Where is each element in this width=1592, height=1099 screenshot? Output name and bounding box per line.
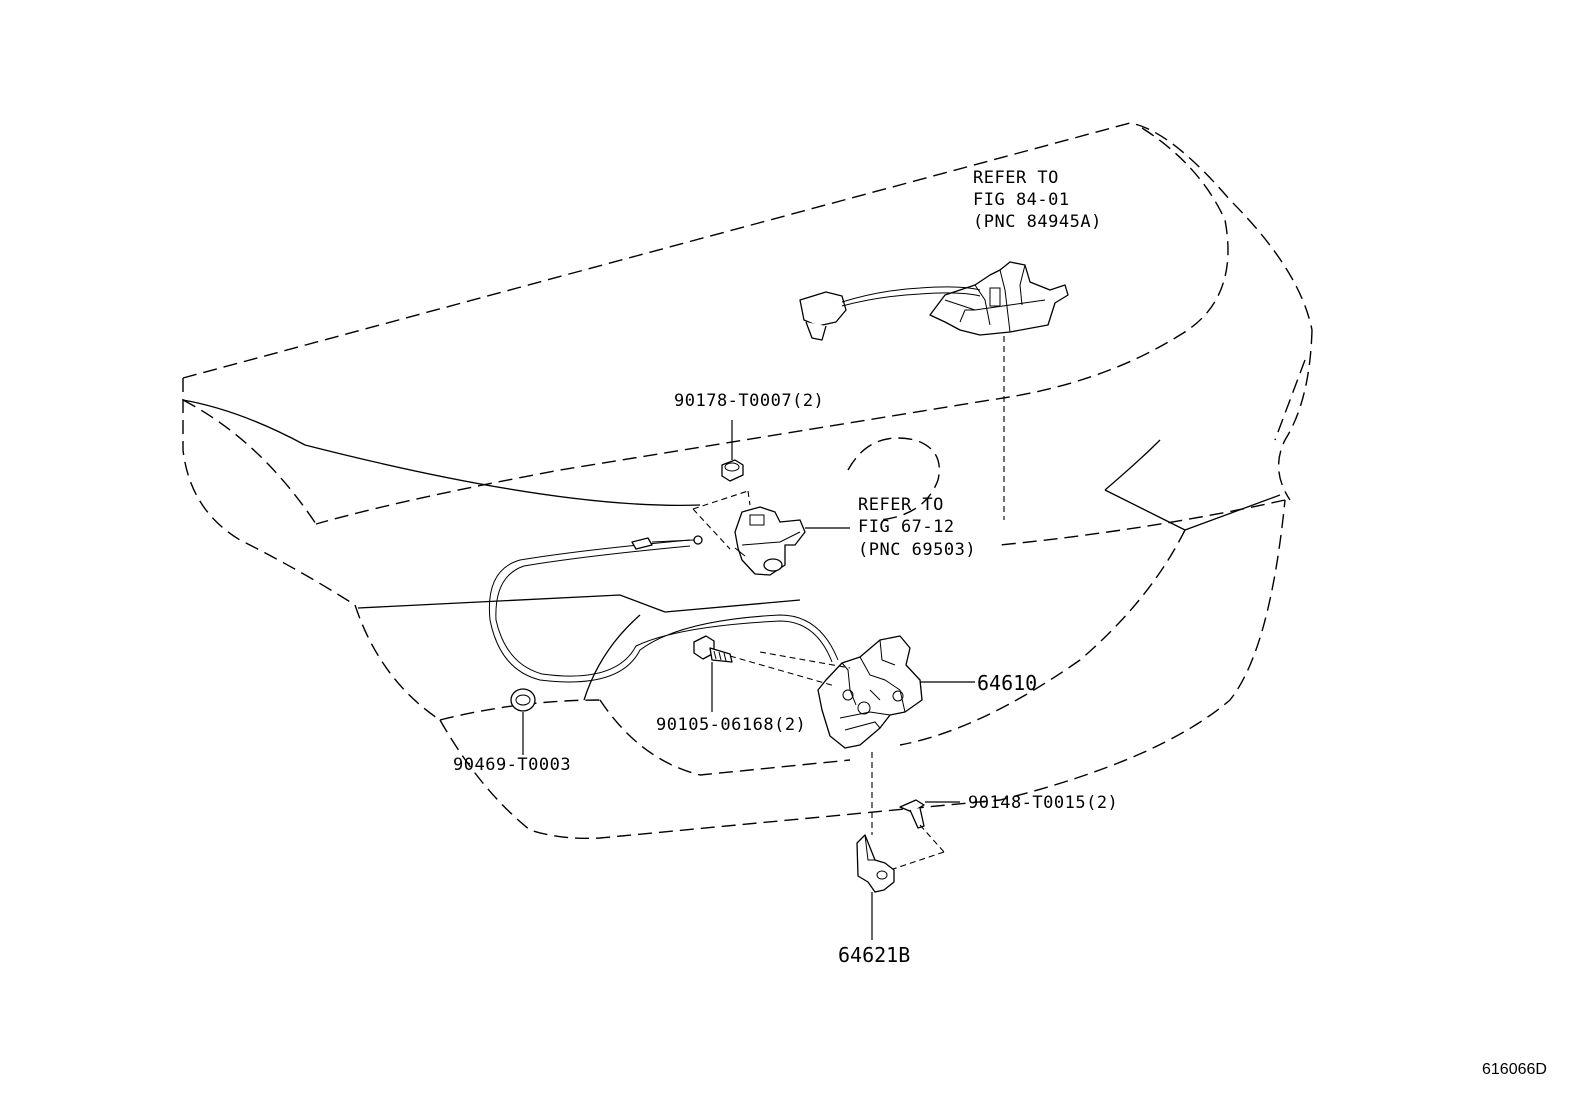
refer-84-line-2: FIG 84-01 — [973, 190, 1070, 210]
release-cable — [488, 535, 839, 683]
trunk-lid-outline — [182, 122, 1313, 839]
nut-90178 — [721, 459, 744, 482]
bolt-90105 — [693, 635, 733, 663]
screw-guide-lines — [883, 824, 945, 873]
callout-plug-90469: 90469-T0003 — [453, 755, 571, 775]
callout-screw-90148: 90148-T0015(2) — [968, 793, 1118, 813]
trunk-lid-solid-lines — [182, 399, 1281, 701]
lock-guide-box — [692, 490, 751, 550]
refer-67-line-3: (PNC 69503) — [858, 540, 976, 560]
leader-lines — [522, 420, 975, 940]
lock-cylinder-assembly — [734, 506, 806, 576]
figure-id: 616066D — [1482, 1061, 1547, 1078]
callout-bolt-90105: 90105-06168(2) — [656, 715, 806, 735]
callout-lock-64610: 64610 — [977, 671, 1037, 695]
refer-67-line-1: REFER TO — [858, 495, 944, 515]
callout-bracket-64621B: 64621B — [838, 943, 910, 967]
trunk-lock-assembly-64610 — [817, 635, 923, 749]
screw-90148 — [899, 799, 925, 829]
lock-guide-lines — [729, 651, 851, 687]
refer-67-line-2: FIG 67-12 — [858, 517, 955, 537]
camera-assembly — [799, 261, 1069, 341]
callout-refer-67-12: REFER TO FIG 67-12 (PNC 69503) — [858, 495, 976, 560]
plug-90469 — [510, 688, 536, 712]
bracket-64621B — [856, 834, 895, 893]
refer-84-line-1: REFER TO — [973, 168, 1059, 188]
callout-refer-84-01: REFER TO FIG 84-01 (PNC 84945A) — [973, 168, 1102, 232]
callout-nut-90178: 90178-T0007(2) — [674, 391, 824, 411]
refer-84-line-3: (PNC 84945A) — [973, 212, 1102, 232]
